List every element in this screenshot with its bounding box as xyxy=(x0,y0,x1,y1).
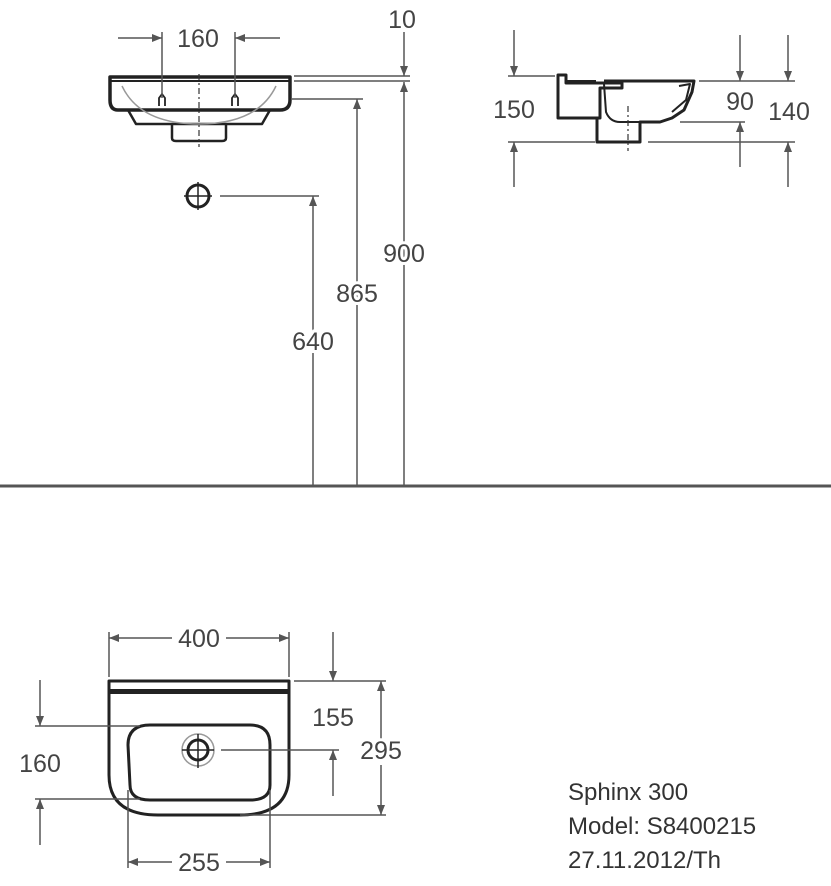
basin-front-outline xyxy=(108,74,292,147)
model-number: Model: S8400215 xyxy=(568,813,757,840)
dim-height-outlet: 140 xyxy=(768,98,810,126)
dim-bowl-width: 255 xyxy=(178,849,220,877)
dim-waste-offset: 155 xyxy=(312,704,354,732)
drawing-date: 27.11.2012/Th xyxy=(568,847,722,874)
front-view: 160 10 900 865 640 xyxy=(108,3,428,486)
dim-height-rim: 900 xyxy=(383,240,425,268)
dim-bowl-depth: 90 xyxy=(726,88,754,116)
product-name: Sphinx 300 xyxy=(568,779,689,806)
dim-rim-thickness: 10 xyxy=(388,6,416,34)
dim-height-waste: 640 xyxy=(292,328,334,356)
dim-hole-spacing: 160 xyxy=(177,25,219,53)
waste-outlet-symbol xyxy=(184,182,212,210)
top-view: 400 255 155 295 160 xyxy=(16,622,405,880)
dim-bowl-length: 160 xyxy=(19,750,61,778)
product-info: Sphinx 300 Model: S8400215 27.11.2012/Th xyxy=(568,776,756,878)
dim-width: 400 xyxy=(178,625,220,653)
dim-depth-total: 150 xyxy=(493,96,535,124)
rim-band xyxy=(110,689,288,694)
side-view: 150 90 140 xyxy=(490,30,813,187)
basin-top-outline xyxy=(107,679,291,817)
dim-projection: 295 xyxy=(360,737,402,765)
dim-height-tap: 865 xyxy=(336,280,378,308)
basin-side-outline xyxy=(556,73,696,151)
